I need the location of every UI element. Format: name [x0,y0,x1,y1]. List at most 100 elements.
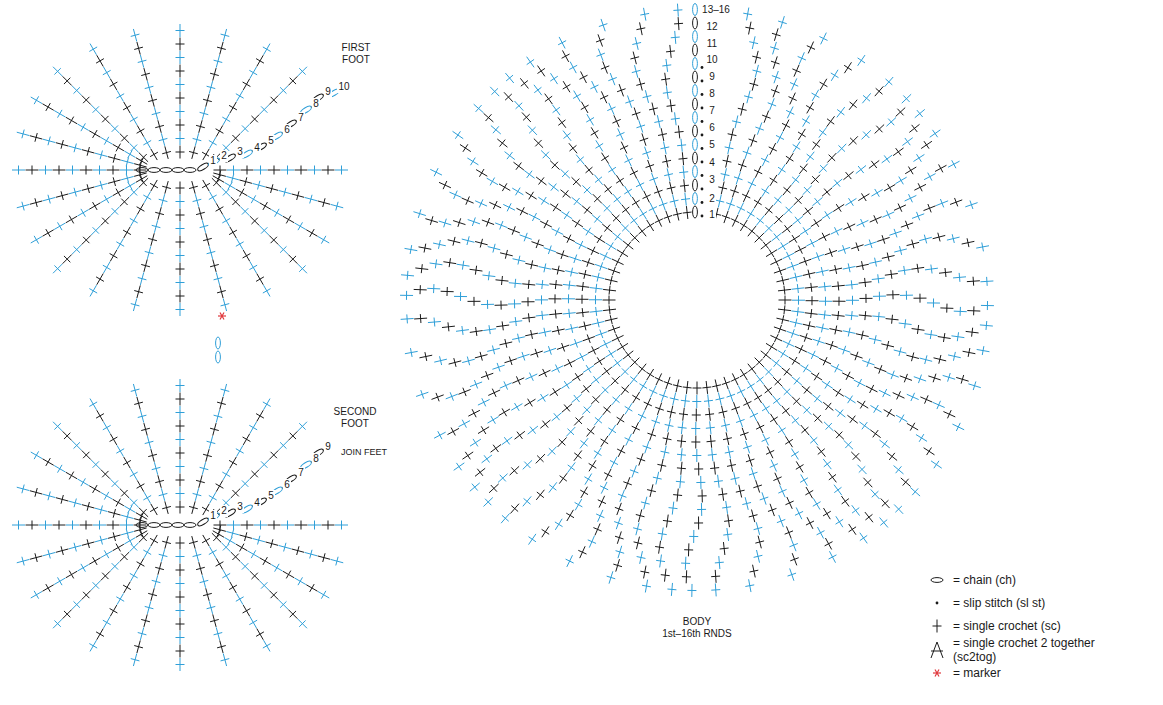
sc-bar [632,235,638,241]
sc-bar [825,381,830,389]
sc-bar [772,76,780,79]
sc-bar [554,413,560,420]
sc-stem [572,373,583,380]
sc-bar [421,264,422,273]
sc-bar [763,351,769,358]
sc-bar [586,167,593,173]
sc-bar [887,184,892,192]
sc-stem [849,136,858,145]
sc-bar [782,276,784,285]
sc-bar [802,119,810,124]
sc-stem [298,67,307,76]
sc-stem [845,198,856,205]
sc-bar [806,521,814,525]
sc-bar [609,350,614,358]
sc-bar [554,294,555,303]
sc-stem [786,153,793,164]
sc-bar [479,169,484,177]
sc-bar [953,352,955,361]
sc-bar [594,451,602,456]
sc-stem [871,190,882,197]
sc-bar [952,234,954,243]
sc-bar [575,502,583,507]
sc-bar [634,542,643,544]
sc-bar [624,158,632,162]
sc-bar [647,490,656,492]
sc-bar [444,219,447,228]
sc-bar [323,198,325,207]
sc-bar [675,131,684,133]
sc-bar [669,508,678,509]
sc-bar [838,145,845,151]
sc-bar [743,446,752,449]
sc-bar [96,59,104,64]
sc-stem [924,448,935,455]
sc-bar [632,395,640,400]
sc-stem [572,177,581,186]
sc-bar [874,335,876,344]
sc-bar [102,116,108,122]
sc-bar [502,515,509,521]
sc-bar [586,228,591,236]
sc-bar [911,352,913,361]
sc-bar [836,432,842,439]
sc-stem [488,417,499,424]
sc-stem [269,95,278,104]
sc-bar [251,116,257,122]
sc-stem [813,414,822,423]
sc-bar [421,390,424,399]
sc-bar [878,312,880,321]
sc-bar [438,240,440,249]
sc-bar [888,119,894,126]
sc-stem [782,225,792,233]
sc-bar [541,394,546,402]
sc-bar [770,417,778,422]
sc-bar [904,266,905,275]
chain-symbol [693,125,698,137]
sc-stem [625,186,632,197]
sc-bar [887,409,892,417]
sc-bar [280,87,286,93]
sc-bar [524,462,530,468]
sc-bar [214,60,223,62]
sc-bar [804,407,810,413]
chain-symbol [693,85,698,97]
chain-symbol [693,58,698,70]
sc-bar [299,68,305,74]
sc-bar [608,77,616,80]
sc-bar [203,99,212,101]
sc-bar [774,233,780,240]
sc-bar [601,439,609,444]
sc-stem [802,406,811,415]
sc-bar [561,250,564,259]
sc-stem [885,77,894,87]
sc-bar [622,387,629,393]
sc-stem [827,116,835,126]
sc-bar [451,428,455,436]
sc-bar [589,463,597,468]
sc-bar [769,147,777,151]
sc-stem [523,496,531,506]
sc-stem [605,243,616,250]
sc-stem [836,516,843,527]
sc-bar [564,405,570,412]
sc-bar [612,378,618,384]
sc-stem [250,67,257,78]
sc-bar [231,174,233,183]
sc-stem [524,399,535,406]
sc-bar [476,327,477,336]
sc-bar [514,299,515,308]
sc-bar [649,390,657,394]
sc-stem [63,76,72,85]
sc-stem [491,445,501,453]
sc-bar [766,225,772,231]
sc-bar [755,541,764,543]
sc-bar [600,262,603,270]
sc-bar [799,345,803,353]
sc-stem [137,125,144,136]
sc-stem [828,472,836,482]
sc-bar [597,357,602,365]
sc-bar [594,216,600,223]
sc-bar [702,387,711,388]
sc-stem [907,423,918,430]
